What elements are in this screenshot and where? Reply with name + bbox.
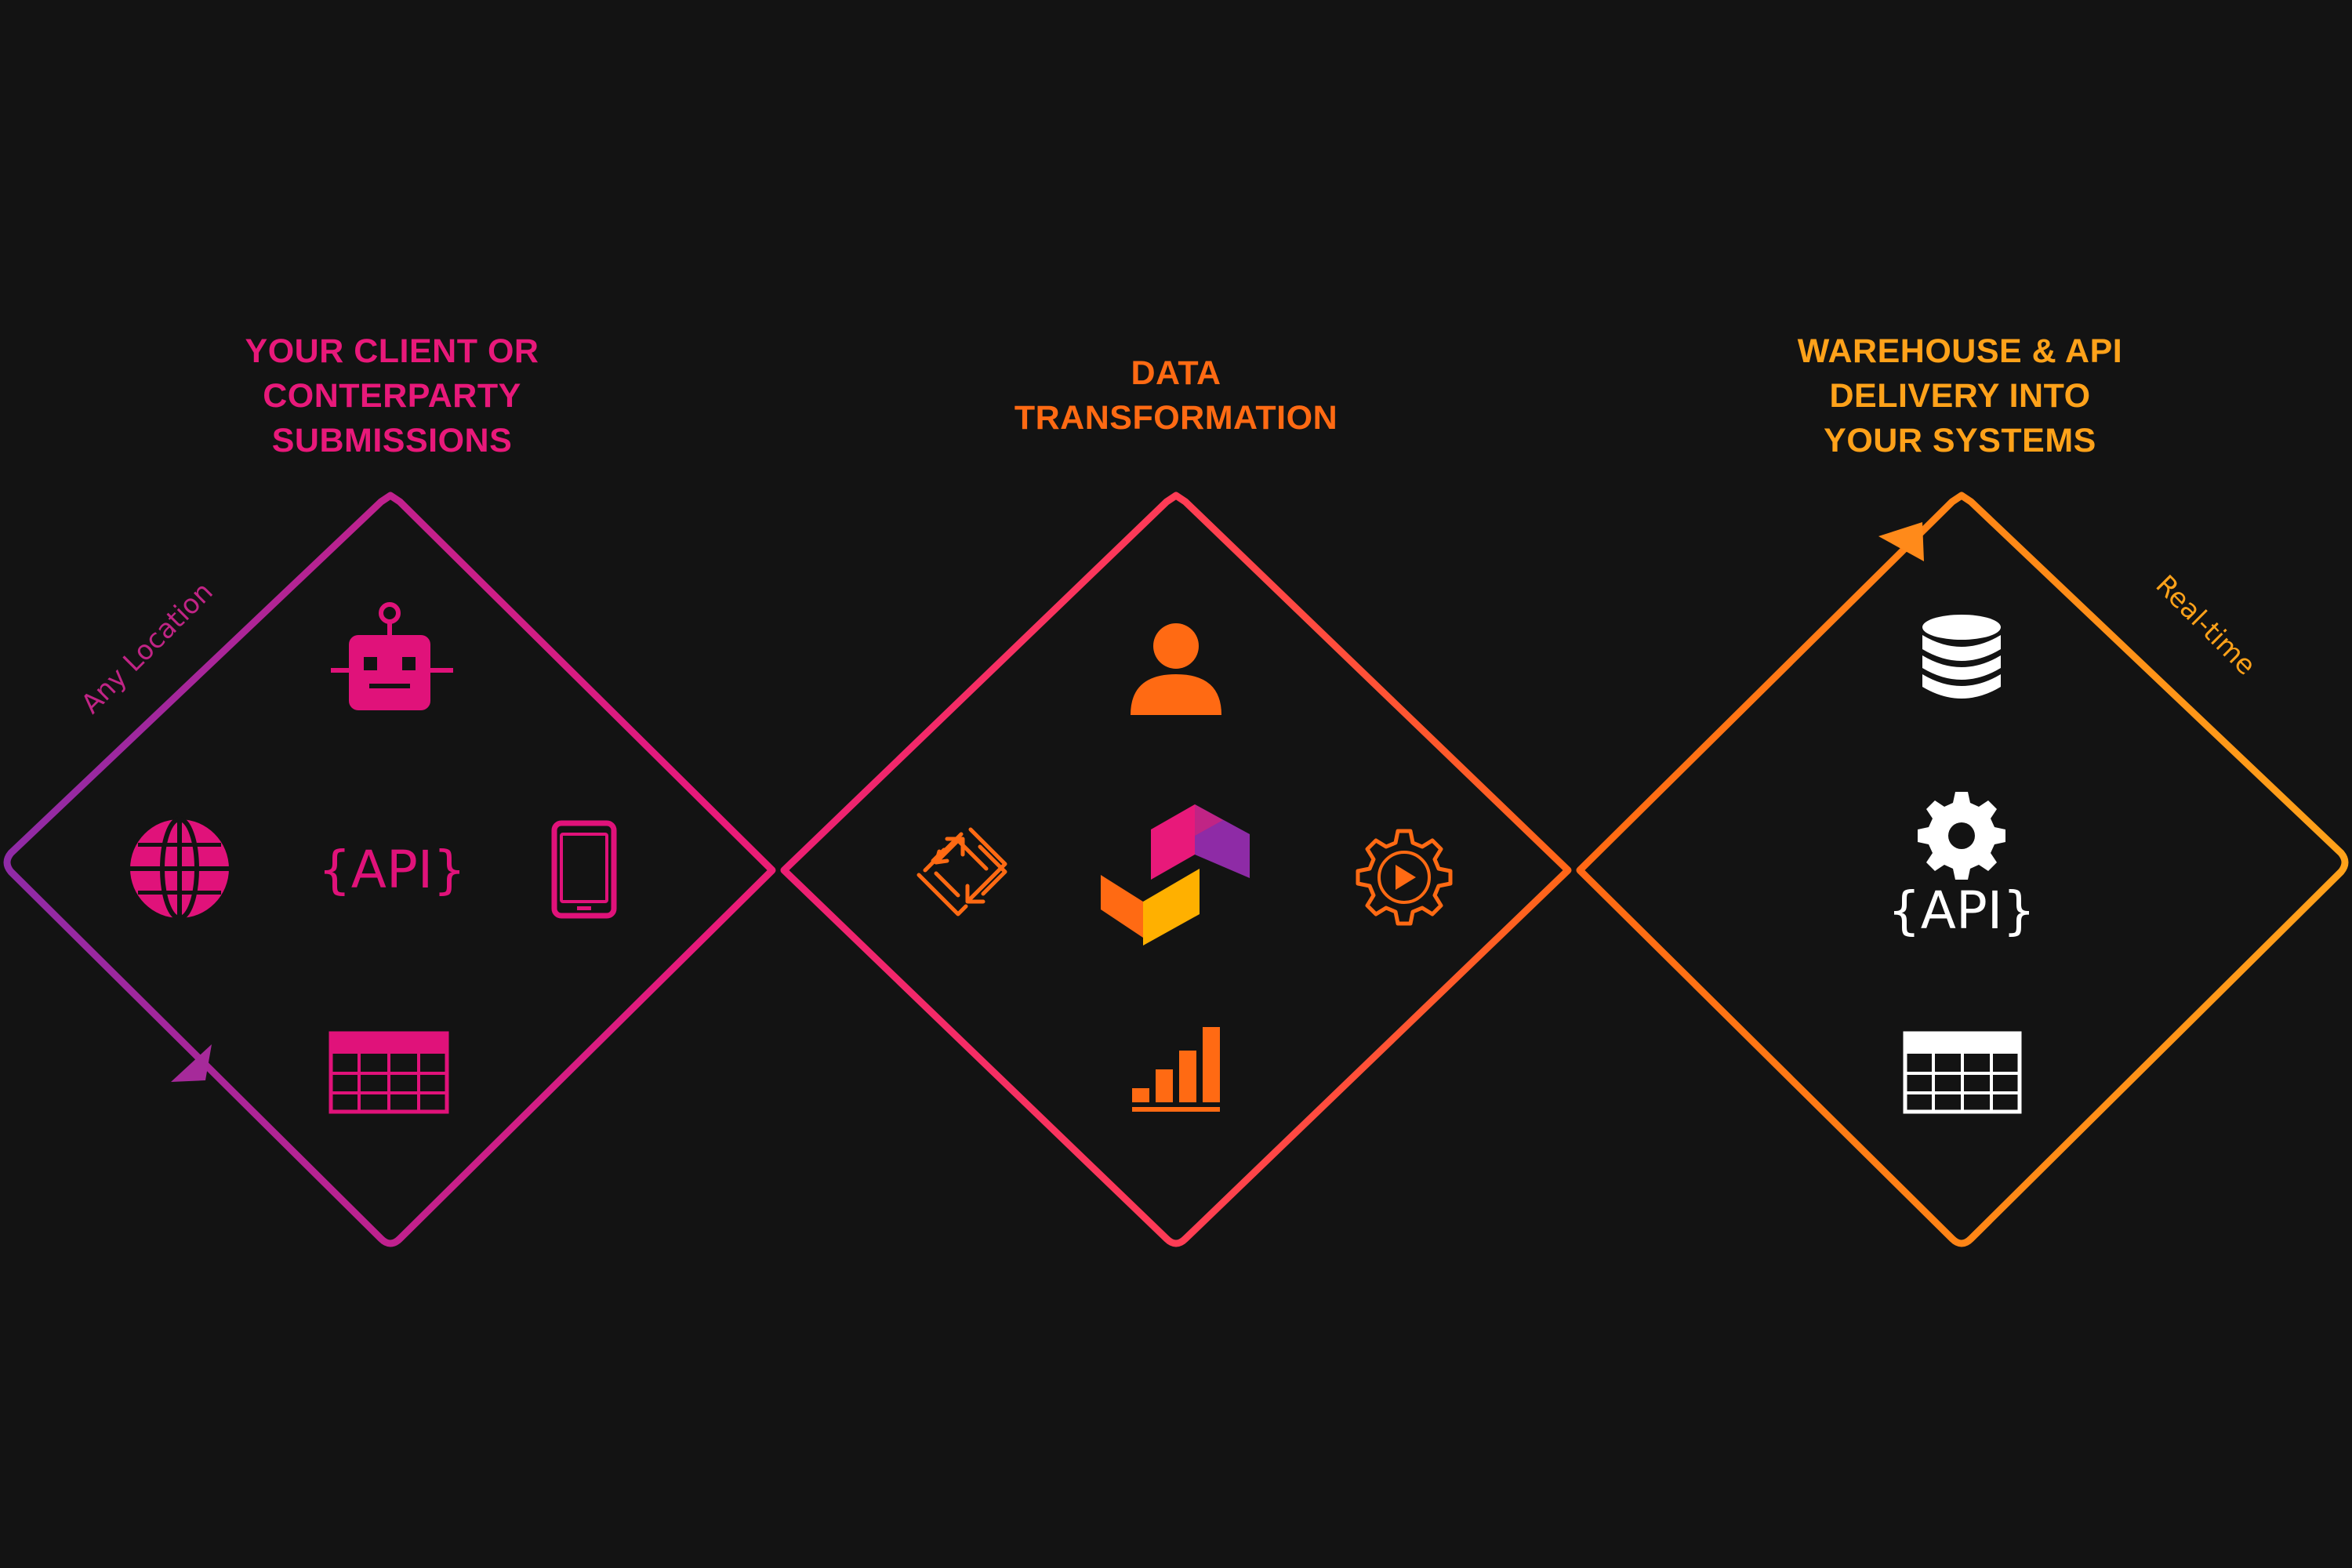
arrow-up-right-icon — [1878, 522, 1924, 561]
side-label-real-time: Real-time — [2150, 569, 2262, 681]
gear-icon — [1918, 792, 2005, 880]
heading-client-submissions: YOUR CLIENT OR CONTERPARTY SUBMISSIONS — [110, 329, 674, 463]
gear-play-icon — [1356, 829, 1453, 926]
bar-chart-icon — [1132, 1027, 1220, 1112]
transformation-icons — [916, 623, 1453, 1112]
side-label-any-location: Any Location — [75, 576, 220, 720]
heading-line: DATA — [1131, 354, 1221, 392]
heading-line: DELIVERY INTO — [1829, 377, 2091, 415]
heading-warehouse-delivery: WAREHOUSE & API DELIVERY INTO YOUR SYSTE… — [1678, 329, 2242, 463]
diamond-transformation — [780, 492, 1572, 1247]
heading-line: SUBMISSIONS — [271, 422, 513, 459]
client-icons: {API} — [130, 602, 617, 1114]
heading-data-transformation: DATA TRANSFORMATION — [894, 351, 1458, 441]
table-icon — [328, 1031, 449, 1114]
diamond-client — [3, 492, 776, 1247]
warehouse-icons: {API} — [1888, 615, 2035, 1114]
brand-logo-icon — [1101, 804, 1250, 946]
diamond-outlines — [3, 492, 2349, 1247]
heading-line: CONTERPARTY — [263, 377, 521, 415]
globe-icon — [130, 817, 229, 920]
heading-line: TRANSFORMATION — [1014, 399, 1338, 437]
database-icon — [1922, 615, 2001, 699]
api-text-client: {API} — [318, 840, 466, 900]
table-icon — [1903, 1031, 2022, 1114]
heading-line: YOUR SYSTEMS — [1824, 422, 2096, 459]
heading-line: WAREHOUSE & API — [1797, 332, 2123, 370]
api-text-warehouse: {API} — [1888, 880, 2035, 941]
diamond-warehouse — [1576, 492, 2349, 1247]
heading-line: YOUR CLIENT OR — [245, 332, 539, 370]
robot-icon — [331, 602, 453, 710]
sync-arrows-icon — [916, 827, 1007, 916]
tablet-icon — [551, 820, 617, 919]
user-icon — [1131, 623, 1221, 715]
arrow-down-right-icon — [171, 1044, 212, 1082]
